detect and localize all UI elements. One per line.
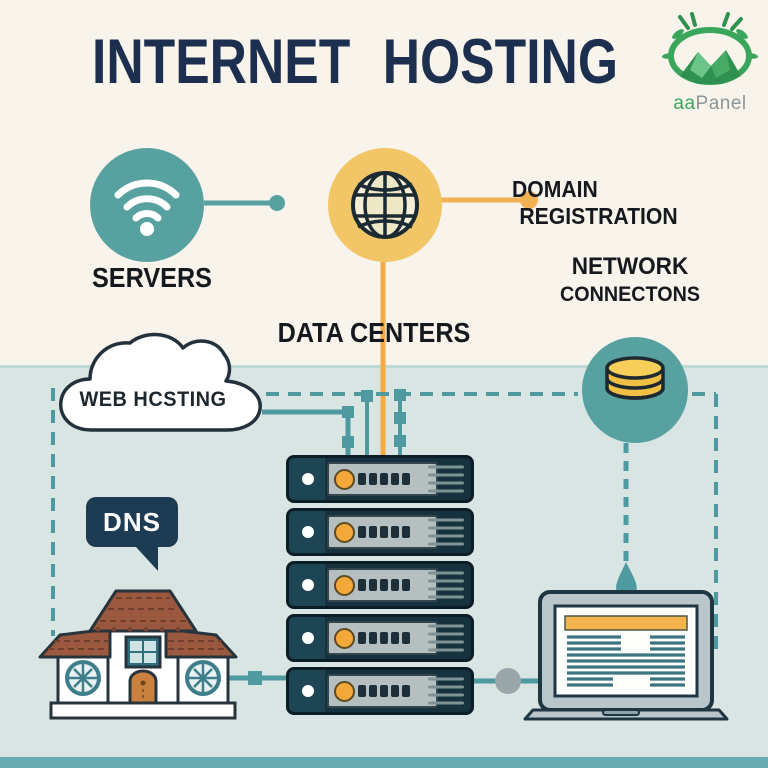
cloud-shape [59,332,262,432]
server-unit [286,455,474,503]
dns-label: DNS [103,506,161,537]
server-vents [428,571,464,599]
aapanel-logo-icon [662,12,758,85]
server-front-panel [327,674,438,708]
bottom-accent-bar [0,757,768,768]
dns-speech-bubble: DNS [86,497,178,571]
server-power-led [334,627,355,649]
logo-text-gray: Panel [695,93,747,114]
server-vents [428,624,464,652]
domain-line2: REGISTRATION [519,203,678,229]
laptop-illustration [523,590,729,721]
servers-label: SERVERS [91,262,212,293]
server-power-led [334,521,355,543]
webpage-text-lines [567,635,685,687]
web-hosting-label: WEB HCSTING [79,388,227,411]
data-centers-label: DATA CENTERS [277,317,471,348]
server-vents [428,677,464,705]
server-rack-illustration [286,455,474,720]
server-indicator-light [302,579,314,591]
server-indicator-light [302,526,314,538]
server-power-led [334,574,355,596]
wifi-icon [114,179,180,236]
door [128,669,158,705]
database-icon [605,356,665,400]
server-indicator-light [302,473,314,485]
server-front-panel [327,462,438,496]
server-vents [428,465,464,493]
server-indicator-light [302,632,314,644]
servers-circle [90,148,204,262]
globe-icon [351,171,419,239]
logo-text-green: aa [673,93,696,114]
server-indicator-light [302,685,314,697]
database-circle [582,337,688,443]
aapanel-logo: aaPanel [658,12,762,115]
server-unit [286,667,474,715]
house-illustration [38,589,238,720]
network-line2: CONNECTONS [559,283,701,306]
server-unit [286,508,474,556]
network-line1: NETWORK [571,253,689,280]
domain-line1: DOMAIN [512,176,598,202]
server-front-panel [327,515,438,549]
server-unit [286,614,474,662]
server-power-led [334,680,355,702]
page-title: INTERNET HOSTING [92,27,619,97]
server-power-led [334,468,355,490]
server-unit [286,561,474,609]
aapanel-logo-text: aaPanel [658,93,762,115]
server-vents [428,518,464,546]
webpage-header-bar [564,615,688,631]
server-front-panel [327,621,438,655]
domain-registration-label: DOMAIN REGISTRATION [512,176,678,230]
network-connections-label: NETWORK CONNECTONS [545,253,714,309]
data-centers-circle [328,148,442,262]
server-front-panel [327,568,438,602]
